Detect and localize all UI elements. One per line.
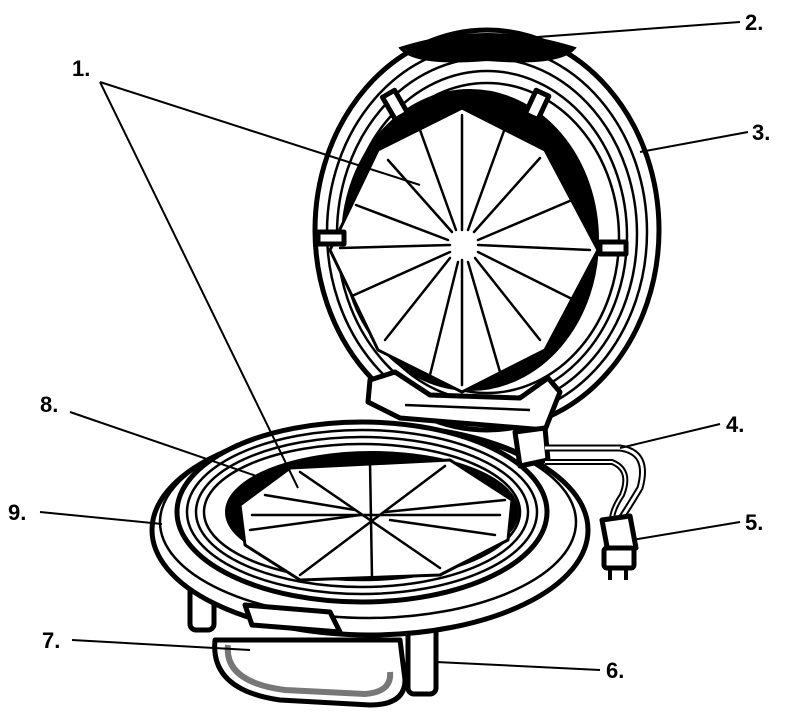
base-plate xyxy=(238,458,514,582)
leader-5 xyxy=(631,521,741,541)
label-2: 2. xyxy=(745,10,763,35)
power-cord xyxy=(545,444,646,522)
leader-6 xyxy=(435,661,601,671)
leader-4 xyxy=(619,423,721,449)
label-3: 3. xyxy=(752,120,770,145)
label-5: 5. xyxy=(745,510,763,535)
base xyxy=(149,419,591,708)
leader-2 xyxy=(469,21,741,43)
lid-plate xyxy=(328,106,600,394)
leader-1-lid-plate xyxy=(99,81,421,186)
lid xyxy=(312,27,662,433)
label-7: 7. xyxy=(42,628,60,653)
label-9: 9. xyxy=(8,500,26,525)
leader-8 xyxy=(69,411,263,479)
leader-7 xyxy=(71,639,251,651)
leader-1-base-plate xyxy=(99,81,299,489)
leader-9 xyxy=(39,511,163,525)
plug xyxy=(599,513,639,580)
handle xyxy=(212,637,408,708)
callout-labels: 1. 2. 3. 4. 5. 6. 7. 8. 9. xyxy=(8,10,770,683)
base-plate-grooves xyxy=(248,460,507,580)
lid-top-cap xyxy=(398,33,577,63)
hinge xyxy=(365,369,563,433)
label-6: 6. xyxy=(606,658,624,683)
leader-lines xyxy=(39,21,749,671)
label-8: 8. xyxy=(40,392,58,417)
label-1: 1. xyxy=(72,56,90,81)
label-4: 4. xyxy=(726,412,744,437)
lid-plate-grooves xyxy=(338,113,592,387)
leader-3 xyxy=(639,131,749,153)
